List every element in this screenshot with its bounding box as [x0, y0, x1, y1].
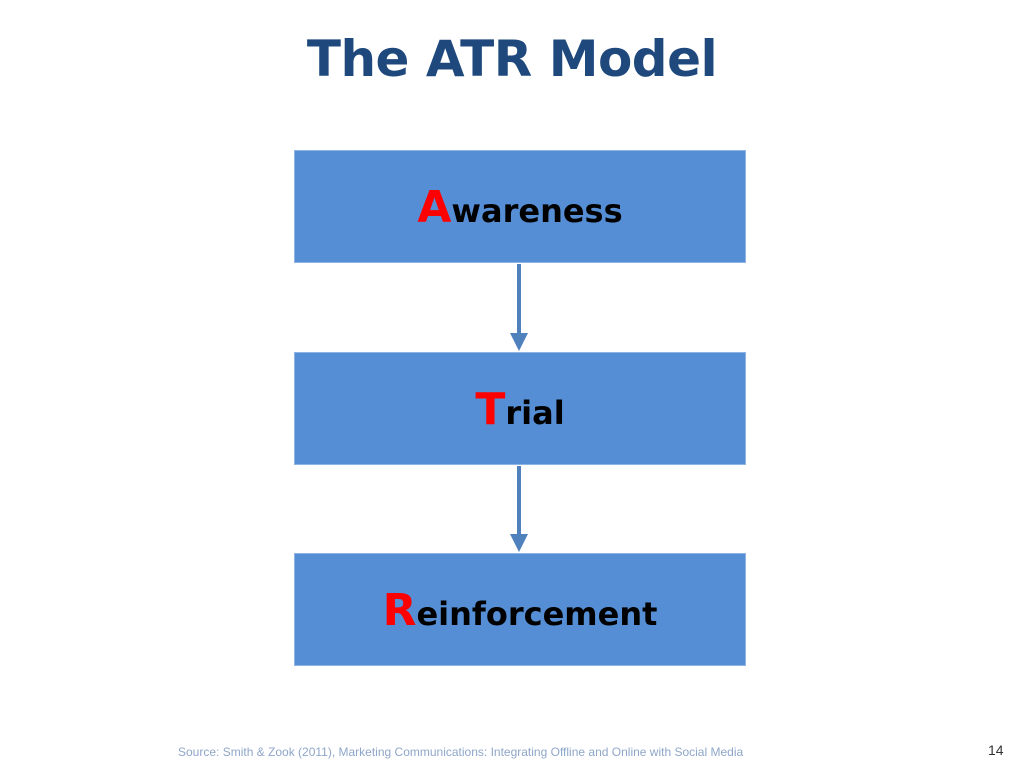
step-label: Awareness: [295, 183, 745, 236]
step-box-reinforcement: Reinforcement: [294, 553, 746, 666]
step-box-awareness: Awareness: [294, 150, 746, 263]
step-rest: einforcement: [416, 595, 658, 633]
step-initial: T: [475, 384, 506, 435]
arrow-trial-to-reinforcement: [510, 466, 528, 552]
step-box-trial: Trial: [294, 352, 746, 465]
slide-title: The ATR Model: [306, 30, 718, 88]
page-number: 14: [988, 742, 1004, 758]
step-rest: wareness: [451, 192, 623, 230]
step-label: Reinforcement: [295, 586, 745, 639]
step-initial: R: [382, 585, 417, 636]
step-label: Trial: [295, 385, 745, 438]
arrow-awareness-to-trial: [510, 264, 528, 351]
source-citation: Source: Smith & Zook (2011), Marketing C…: [178, 745, 744, 759]
step-initial: A: [417, 182, 452, 233]
step-rest: rial: [505, 394, 565, 432]
